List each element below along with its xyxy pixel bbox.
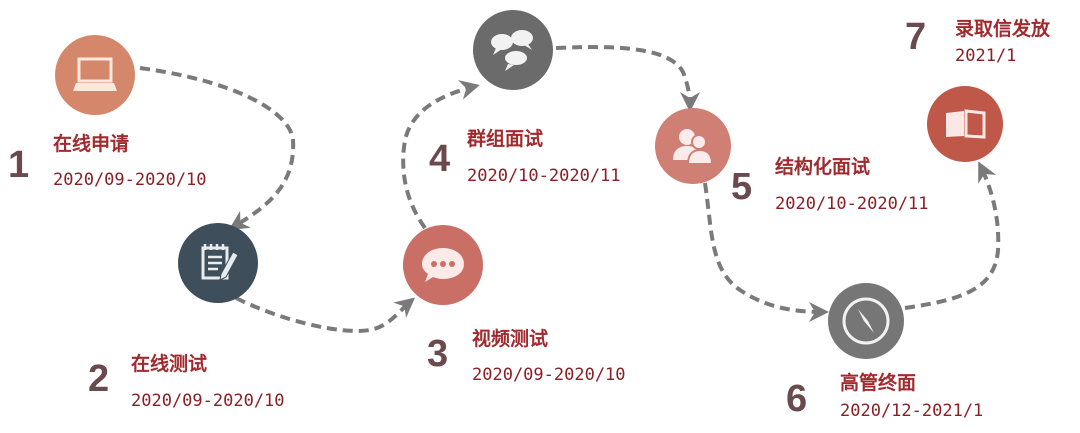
step-7-date: 2021/1 [955, 46, 1017, 66]
connector-5-6 [703, 182, 829, 322]
step-1-title: 在线申请 [53, 133, 130, 155]
step-5-number: 5 [731, 166, 753, 208]
step-2-title: 在线测试 [131, 353, 208, 375]
step-7-icon-circle [927, 86, 1003, 162]
step-4-date: 2020/10-2020/11 [467, 166, 621, 186]
users-icon [673, 129, 714, 165]
step-1-date: 2020/09-2020/10 [53, 170, 207, 190]
laptop-icon [73, 57, 117, 91]
step-7-number: 7 [905, 16, 927, 58]
step-1-number: 1 [8, 144, 30, 186]
notepad-pencil-icon [201, 244, 239, 281]
step-3-number: 3 [427, 333, 449, 375]
step-4-title: 群组面试 [467, 128, 544, 150]
open-book-icon [946, 109, 986, 139]
step-6-date: 2020/12-2021/1 [840, 401, 984, 421]
group-chat-icon [491, 30, 533, 71]
step-3-icon-circle [403, 225, 483, 305]
step-4-icon-circle [473, 10, 553, 90]
step-5-date: 2020/10-2020/11 [775, 194, 929, 214]
chat-bubble-icon [422, 248, 464, 282]
step-5-title: 结构化面试 [775, 156, 871, 178]
step-3-title: 视频测试 [472, 328, 549, 350]
step-7-title: 录取信发放 [955, 18, 1051, 40]
step-6-number: 6 [786, 378, 808, 420]
step-4-number: 4 [429, 138, 451, 180]
step-5-icon-circle [655, 108, 731, 184]
connector-2-3 [235, 296, 416, 333]
connector-6-7 [904, 161, 1001, 310]
compass-icon [842, 297, 890, 345]
step-2-icon-circle [178, 223, 258, 303]
step-2-number: 2 [88, 358, 110, 400]
connector-4-5 [555, 45, 700, 112]
step-6-title: 高管终面 [840, 372, 917, 394]
step-3-date: 2020/09-2020/10 [472, 365, 626, 385]
step-6-icon-circle [828, 283, 904, 359]
connector-1-2 [139, 66, 296, 231]
step-1-icon-circle [55, 35, 135, 115]
step-2-date: 2020/09-2020/10 [131, 391, 285, 411]
